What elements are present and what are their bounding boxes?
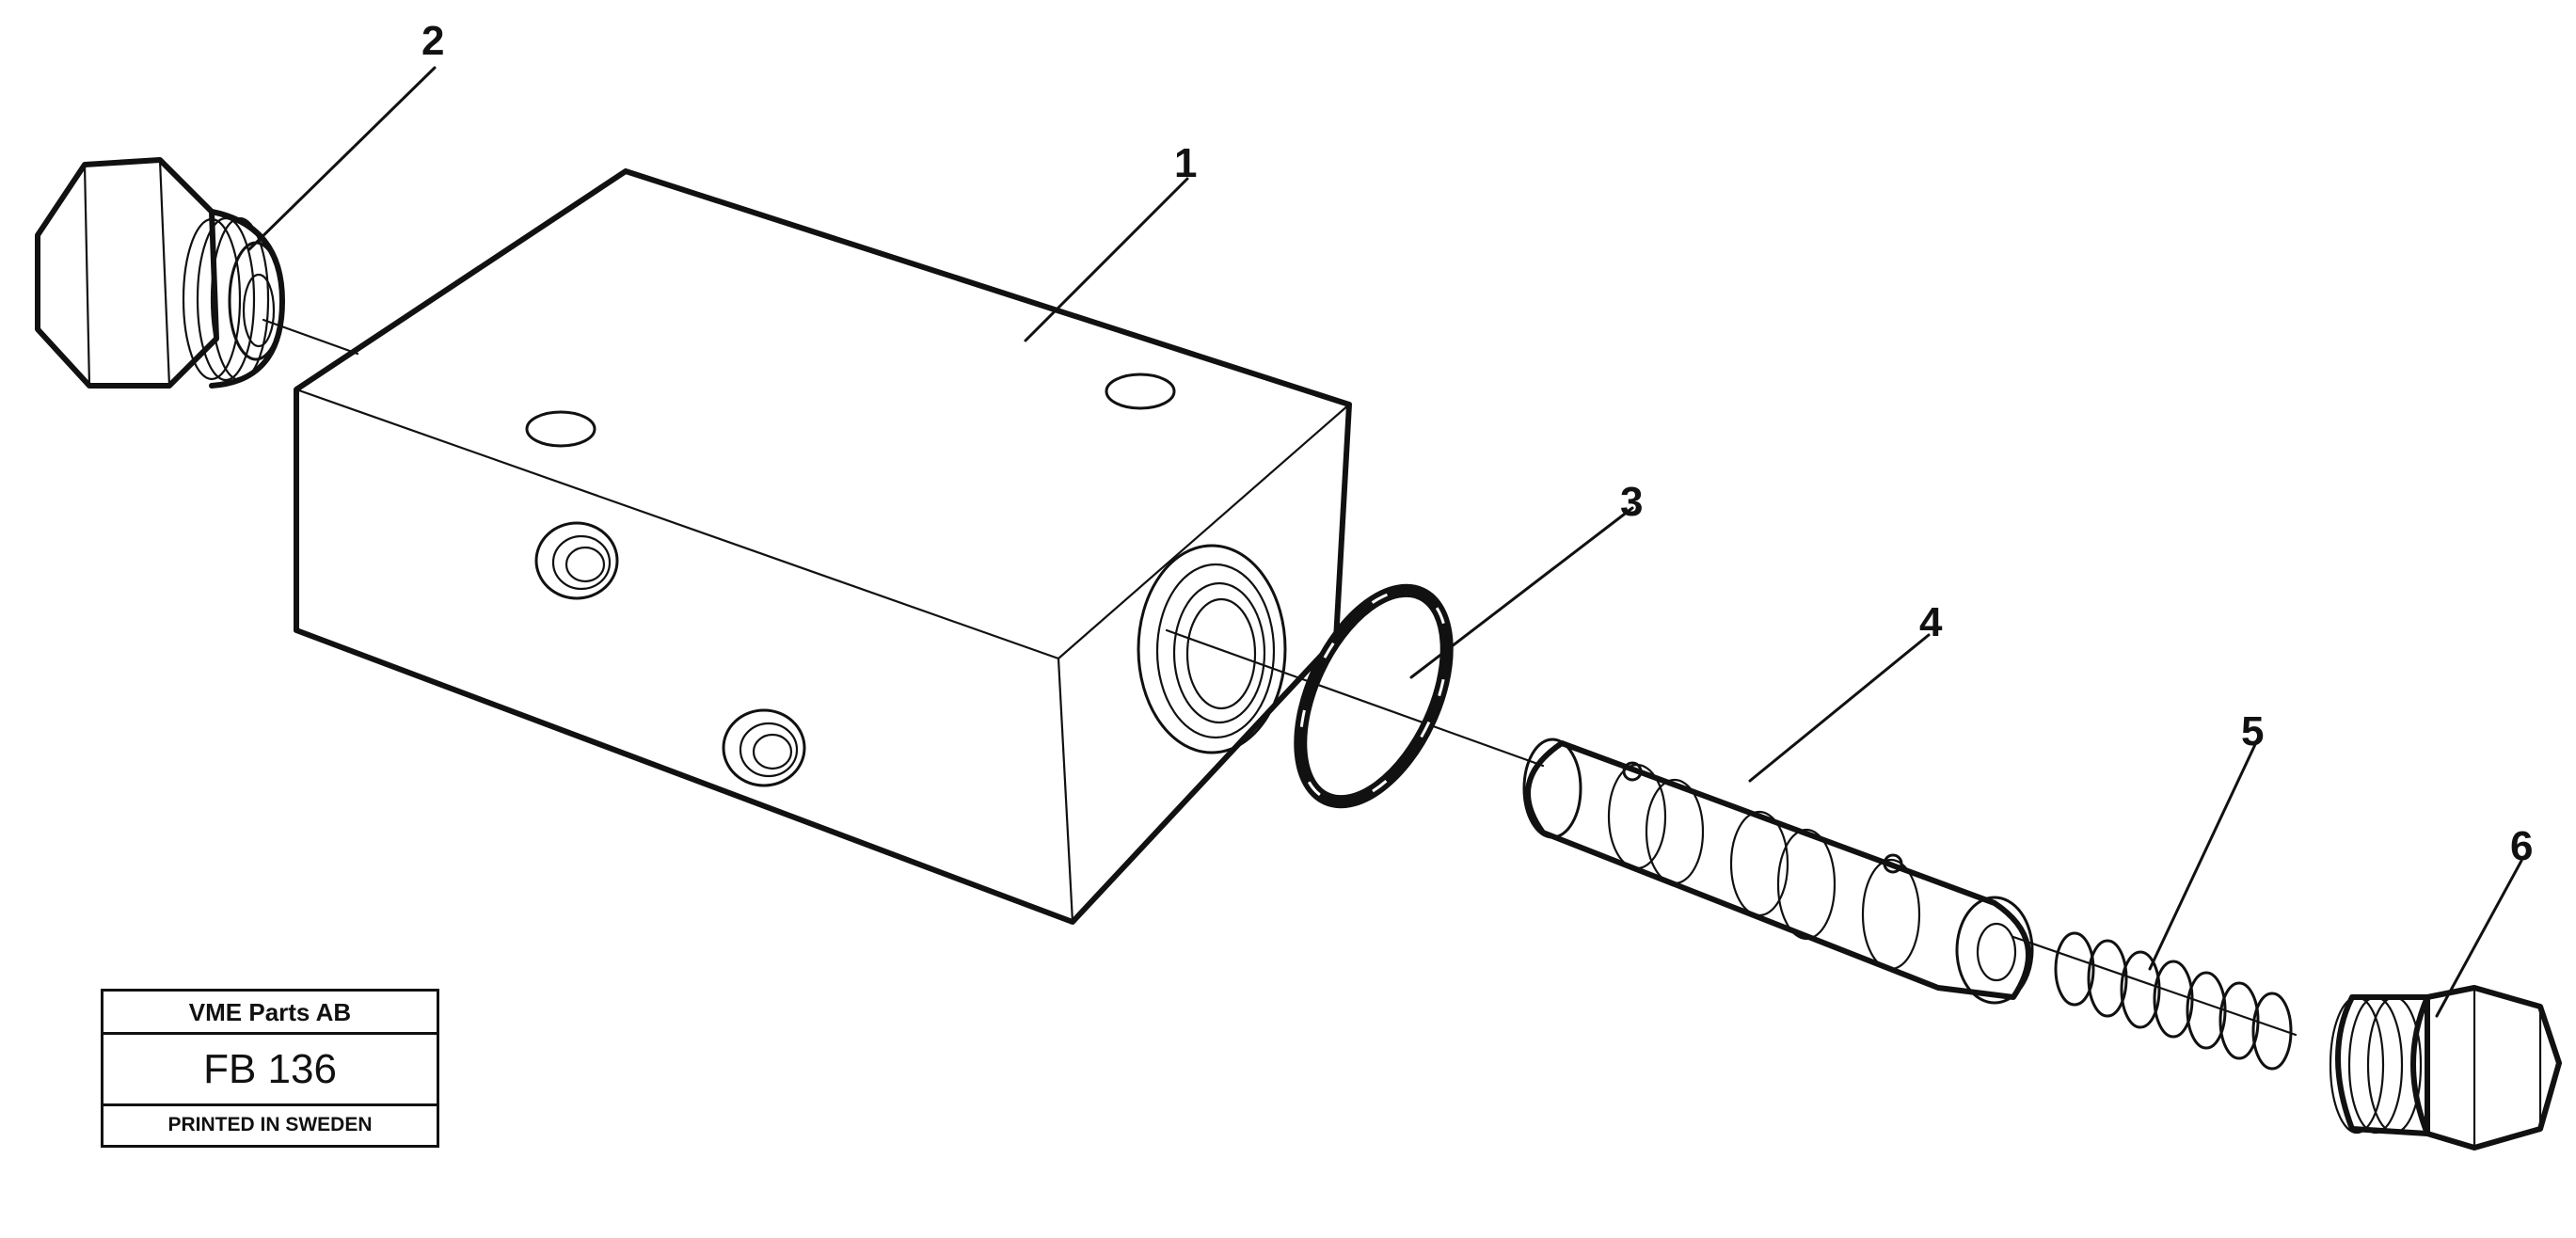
callout-4: 4 [1919, 599, 1943, 645]
callout-leaders [247, 66, 2523, 1018]
callout-3: 3 [1620, 479, 1643, 525]
assembly-centerline [262, 318, 2298, 1037]
end-port-threaded-bore [1137, 544, 1287, 754]
valve-body-block [294, 168, 1352, 925]
title-block: VME Parts AB FB 136 PRINTED IN SWEDEN [101, 989, 439, 1148]
title-block-printed-note: PRINTED IN SWEDEN [167, 1114, 373, 1135]
valve-spool [1522, 738, 2034, 1005]
title-block-company: VME Parts AB [103, 992, 437, 1035]
left-plug [35, 157, 285, 389]
callout-6: 6 [2510, 823, 2533, 869]
right-plug [2329, 985, 2562, 1151]
left-plug-threads [182, 216, 270, 382]
callout-1: 1 [1174, 140, 1197, 186]
callout-5: 5 [2241, 708, 2264, 754]
top-port-hole-left [525, 410, 596, 448]
right-plug-threads [2329, 995, 2423, 1135]
o-ring-seal [1294, 583, 1454, 809]
top-port-hole-right [1105, 373, 1176, 410]
side-port-threaded-lower [722, 708, 806, 787]
side-port-threaded-upper [534, 521, 619, 600]
callout-2: 2 [421, 18, 444, 64]
compression-spring [2054, 931, 2293, 1071]
title-block-drawing-code: FB 136 [103, 1035, 437, 1106]
